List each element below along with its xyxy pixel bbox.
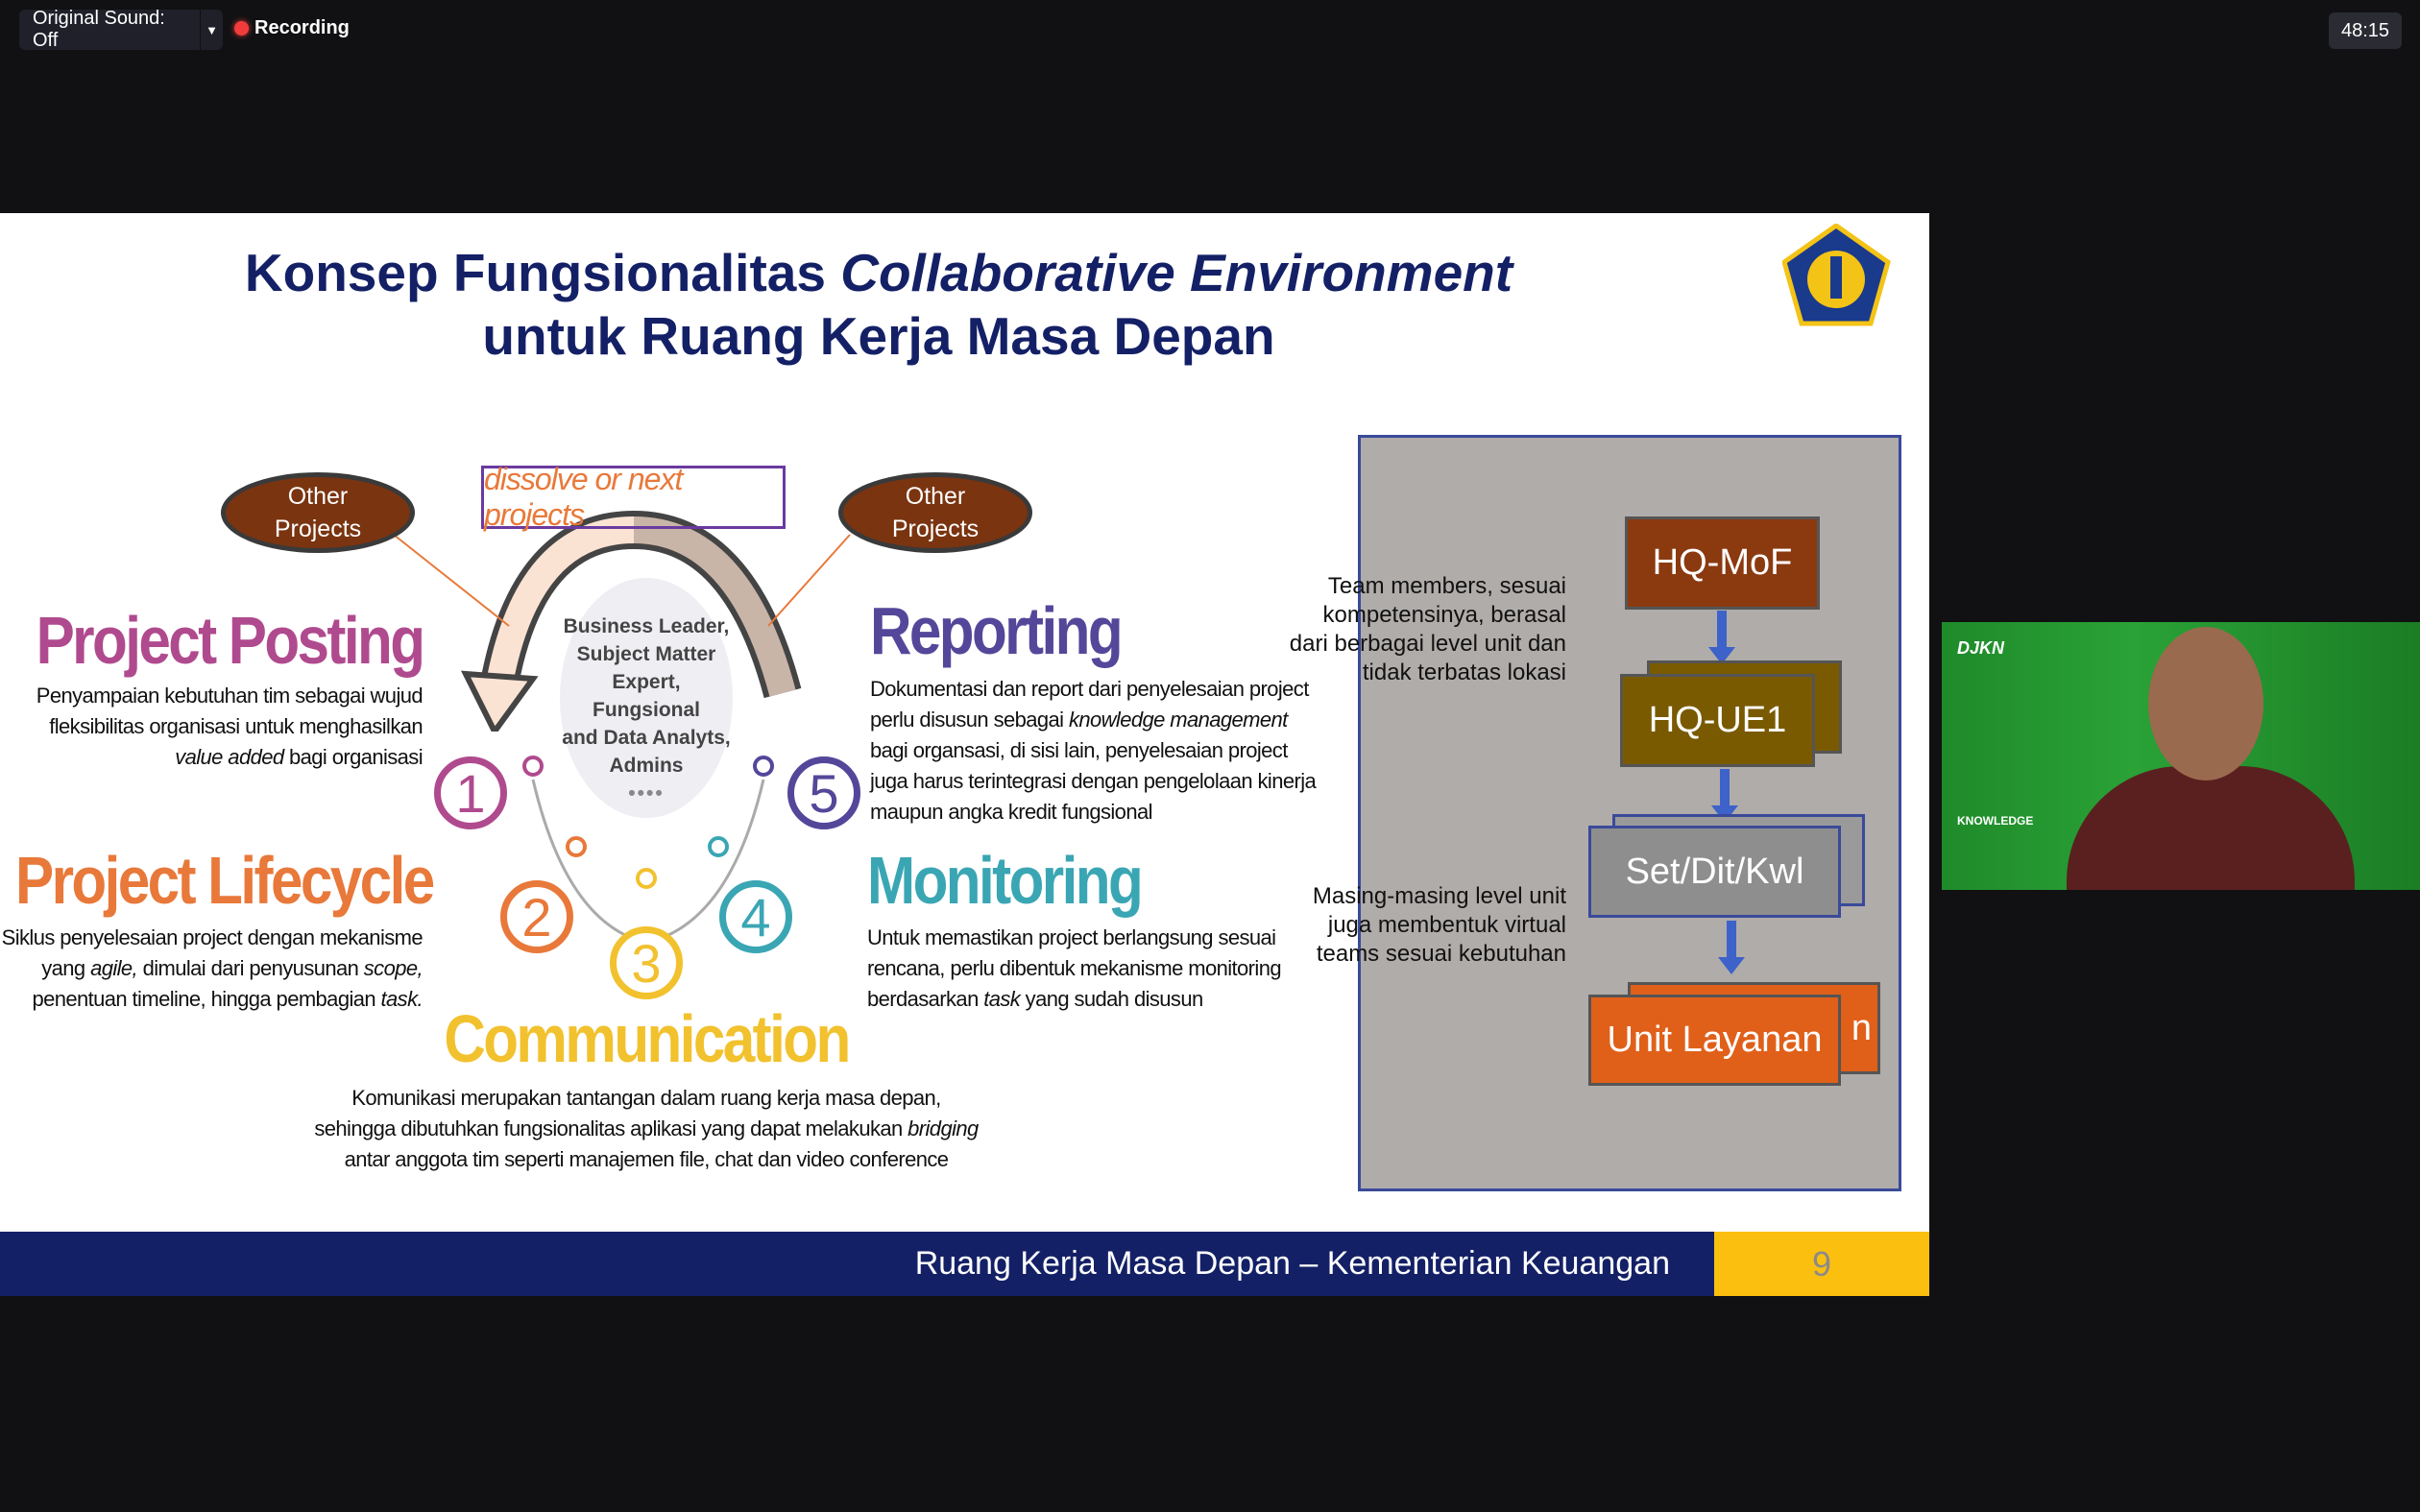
other-projects-text: Projects xyxy=(891,516,980,542)
shared-slide: Konsep Fungsionalitas Collaborative Envi… xyxy=(0,213,1929,1296)
t: penentuan timeline, hingga pembagian xyxy=(32,987,381,1011)
hierarchy-arrows xyxy=(1708,611,1745,974)
footer-text: Ruang Kerja Masa Depan – Kementerian Keu… xyxy=(914,1245,1670,1282)
role-text: Business Leader, xyxy=(563,615,730,637)
step-2-badge: 2 xyxy=(500,880,573,953)
t: scope, xyxy=(363,956,424,980)
meeting-timer: 48:15 xyxy=(2329,12,2402,49)
communication-text: Komunikasi merupakan tantangan dalam rua… xyxy=(262,1083,1030,1175)
slide-title-line2: untuk Ruang Kerja Masa Depan xyxy=(482,306,1275,366)
title-text: Konsep Fungsionalitas xyxy=(244,243,841,302)
t: berdasarkan xyxy=(867,987,984,1011)
reporting-heading: Reporting xyxy=(870,593,1124,668)
recording-label: Recording xyxy=(254,17,350,38)
t: sehingga dibutuhkan fungsionalitas aplik… xyxy=(314,1116,908,1140)
t: bridging xyxy=(908,1116,979,1140)
text-line: bagi organsasi, di sisi lain, penyelesai… xyxy=(870,738,1288,762)
text-line: value added bagi organisasi xyxy=(36,742,423,773)
t: task. xyxy=(380,987,424,1011)
communication-heading: Communication xyxy=(444,1001,851,1076)
djkn-brand: DJKN xyxy=(1957,638,2005,658)
t: yang xyxy=(41,956,91,980)
text-line: juga harus terintegrasi dengan pengelola… xyxy=(870,769,1317,793)
chevron-down-icon[interactable]: ▼ xyxy=(200,10,223,50)
step-5-badge: 5 xyxy=(787,756,860,829)
org-panel: Team members, sesuai kompetensinya, bera… xyxy=(1290,435,1901,1191)
speaker-video[interactable]: DJKN KNOWLEDGE xyxy=(1942,622,2420,890)
team-members-text: Team members, sesuai kompetensinya, bera… xyxy=(1289,573,1566,685)
original-sound-button[interactable]: Original Sound: Off ▼ xyxy=(19,8,223,51)
dissolve-box: dissolve or next projects xyxy=(481,462,786,532)
title-italic: Collaborative Environment xyxy=(840,243,1513,302)
speaker-head xyxy=(2148,627,2263,780)
box-hq-ue1: HQ-UE1 xyxy=(1620,674,1815,767)
other-projects-text: Other xyxy=(287,483,349,510)
dots-icon: •••• xyxy=(628,782,665,804)
project-posting-heading: Project Posting xyxy=(36,603,424,678)
reporting-text: Dokumentasi dan report dari penyelesaian… xyxy=(870,674,1317,828)
role-text: and Data Analyts, xyxy=(562,727,731,749)
kemenkeu-logo-icon xyxy=(1782,224,1891,326)
text: bagi organisasi xyxy=(283,745,424,769)
project-lifecycle-text: Siklus penyelesaian project dengan mekan… xyxy=(1,923,424,1015)
box-unit-layanan: Unit Layanan xyxy=(1588,995,1841,1086)
project-lifecycle-heading: Project Lifecycle xyxy=(15,843,435,918)
step-4-badge: 4 xyxy=(719,880,792,953)
step-1-badge: 1 xyxy=(434,756,507,829)
t: knowledge management xyxy=(1068,708,1288,732)
virtual-teams-text: Masing-masing level unit juga membentuk … xyxy=(1312,883,1566,967)
recording-indicator: Recording xyxy=(234,17,350,39)
other-projects-text: Other xyxy=(905,483,966,510)
slide-footer: Ruang Kerja Masa Depan – Kementerian Keu… xyxy=(0,1232,1929,1296)
text-line: yang agile, dimulai dari penyusunan scop… xyxy=(2,953,423,984)
text-line: Komunikasi merupakan tantangan dalam rua… xyxy=(351,1086,941,1110)
video-caption: KNOWLEDGE xyxy=(1957,814,2034,828)
project-posting-text: Penyampaian kebutuhan tim sebagai wujud f… xyxy=(36,681,424,773)
box-set-dit-kwl: Set/Dit/Kwl xyxy=(1588,826,1841,918)
text-line: maupun angka kredit fungsional xyxy=(870,800,1152,824)
text-line: fleksibilitas organisasi untuk menghasil… xyxy=(49,714,423,738)
t: agile, xyxy=(90,956,138,980)
text-line: Untuk memastikan project berlangsung ses… xyxy=(867,925,1276,949)
monitoring-text: Untuk memastikan project berlangsung ses… xyxy=(867,923,1282,1015)
text-line: Dokumentasi dan report dari penyelesaian… xyxy=(870,677,1309,701)
t: task xyxy=(983,987,1021,1011)
text-line: antar anggota tim seperti manajemen file… xyxy=(344,1147,949,1171)
slide-title-line1: Konsep Fungsionalitas Collaborative Envi… xyxy=(0,242,1757,303)
other-projects-text: Projects xyxy=(274,516,362,542)
speaker-body xyxy=(2067,766,2355,890)
step-3-badge: 3 xyxy=(610,926,683,999)
t: dimulai dari penyusunan xyxy=(137,956,364,980)
monitoring-heading: Monitoring xyxy=(867,843,1144,918)
recording-dot-icon xyxy=(234,21,249,36)
text-line: Siklus penyelesaian project dengan mekan… xyxy=(1,925,424,949)
role-text: Admins xyxy=(609,755,684,777)
t: yang sudah disusun xyxy=(1020,987,1204,1011)
text-line: sehingga dibutuhkan fungsionalitas aplik… xyxy=(262,1114,1030,1144)
text-line: berdasarkan task yang sudah disusun xyxy=(867,984,1281,1015)
italic: value added xyxy=(175,745,284,769)
t: perlu disusun sebagai xyxy=(870,708,1069,732)
text-line: perlu disusun sebagai knowledge manageme… xyxy=(870,705,1316,735)
cycle-arrow-icon xyxy=(461,510,802,732)
box-hq-mof: HQ-MoF xyxy=(1625,516,1820,610)
role-text: Expert, Fungsional xyxy=(593,671,700,721)
connector-lines xyxy=(393,534,851,627)
text-line: rencana, perlu dibentuk mekanisme monito… xyxy=(867,956,1282,980)
original-sound-label: Original Sound: Off xyxy=(33,8,165,51)
text-line: penentuan timeline, hingga pembagian tas… xyxy=(2,984,423,1015)
text-line: Penyampaian kebutuhan tim sebagai wujud xyxy=(36,684,424,708)
role-text: Subject Matter xyxy=(576,643,716,665)
page-number: 9 xyxy=(1714,1232,1929,1296)
